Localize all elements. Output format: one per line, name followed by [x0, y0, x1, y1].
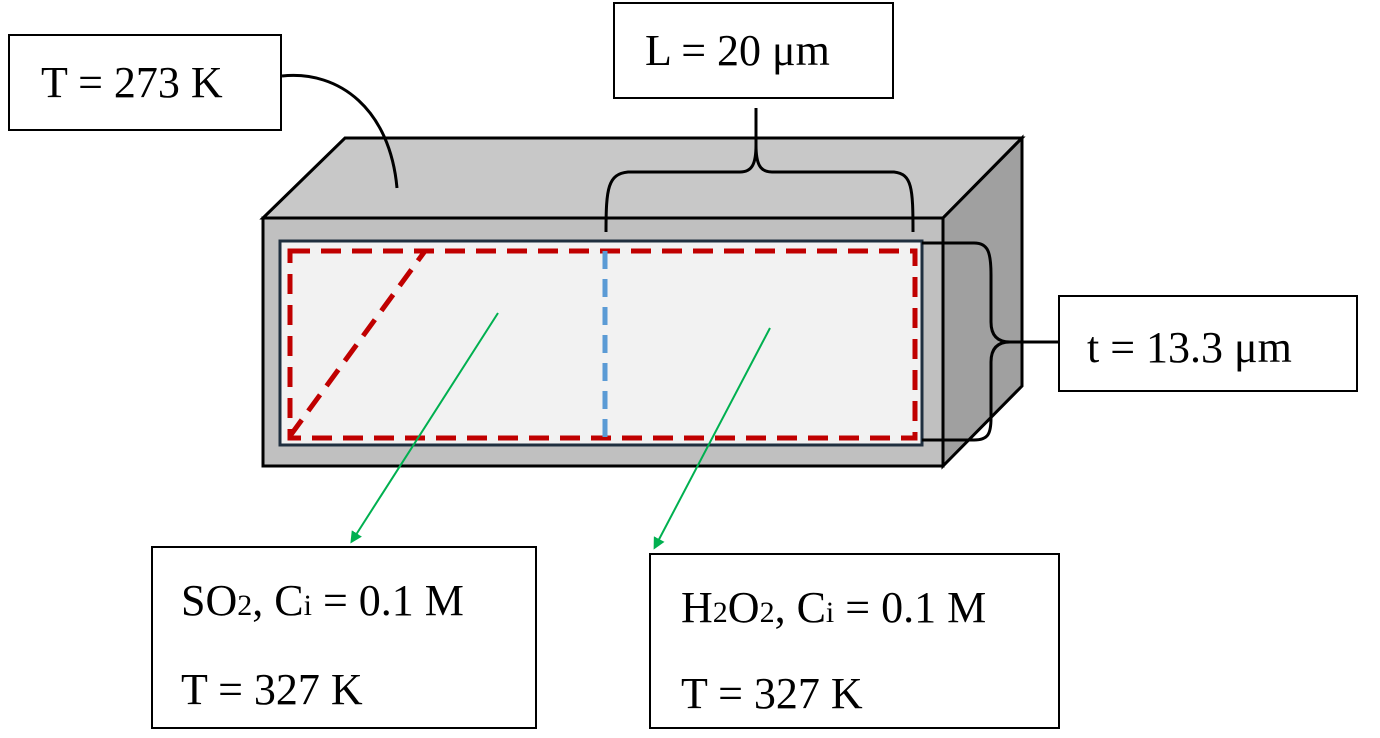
reaction-cell — [278, 239, 924, 447]
leader-temperature — [281, 73, 399, 189]
right-chamber-concentration: H2O2, Ci = 0.1 M — [681, 586, 986, 630]
species-label: H — [681, 583, 713, 632]
outer-temperature-box: T = 273 K — [8, 34, 282, 131]
concentration-value: = 0.1 M — [834, 583, 987, 632]
species-subscript: 2 — [712, 596, 728, 629]
left-chamber-concentration: SO2, Ci = 0.1 M — [181, 579, 464, 623]
length-brace — [604, 108, 915, 233]
species-label: SO — [181, 576, 238, 625]
thickness-label: t = 13.3 μm — [1087, 323, 1292, 372]
species-subscript: 2 — [237, 589, 253, 622]
thickness-box: t = 13.3 μm — [1058, 295, 1358, 392]
length-label: L = 20 μm — [645, 26, 830, 75]
concentration-prefix: , C — [252, 576, 304, 625]
arrow-left-chamber — [350, 312, 499, 544]
concentration-prefix: , C — [774, 583, 826, 632]
concentration-subscript: i — [825, 596, 835, 629]
left-chamber-box: SO2, Ci = 0.1 M T = 327 K — [151, 546, 537, 729]
concentration-subscript: i — [303, 589, 312, 622]
thickness-brace — [922, 241, 1058, 442]
species-label: O — [727, 583, 760, 632]
length-box: L = 20 μm — [613, 2, 894, 99]
block-top-face — [259, 136, 1026, 220]
arrow-right-chamber — [653, 327, 771, 550]
left-chamber-temperature: T = 327 K — [181, 665, 363, 714]
right-chamber-box: H2O2, Ci = 0.1 M T = 327 K — [649, 553, 1060, 729]
outer-temperature-label: T = 273 K — [41, 58, 223, 107]
right-chamber-temperature: T = 327 K — [681, 669, 863, 718]
concentration-value: = 0.1 M — [311, 576, 464, 625]
species-subscript: 2 — [759, 596, 775, 629]
dashed-diagonal — [287, 249, 428, 438]
